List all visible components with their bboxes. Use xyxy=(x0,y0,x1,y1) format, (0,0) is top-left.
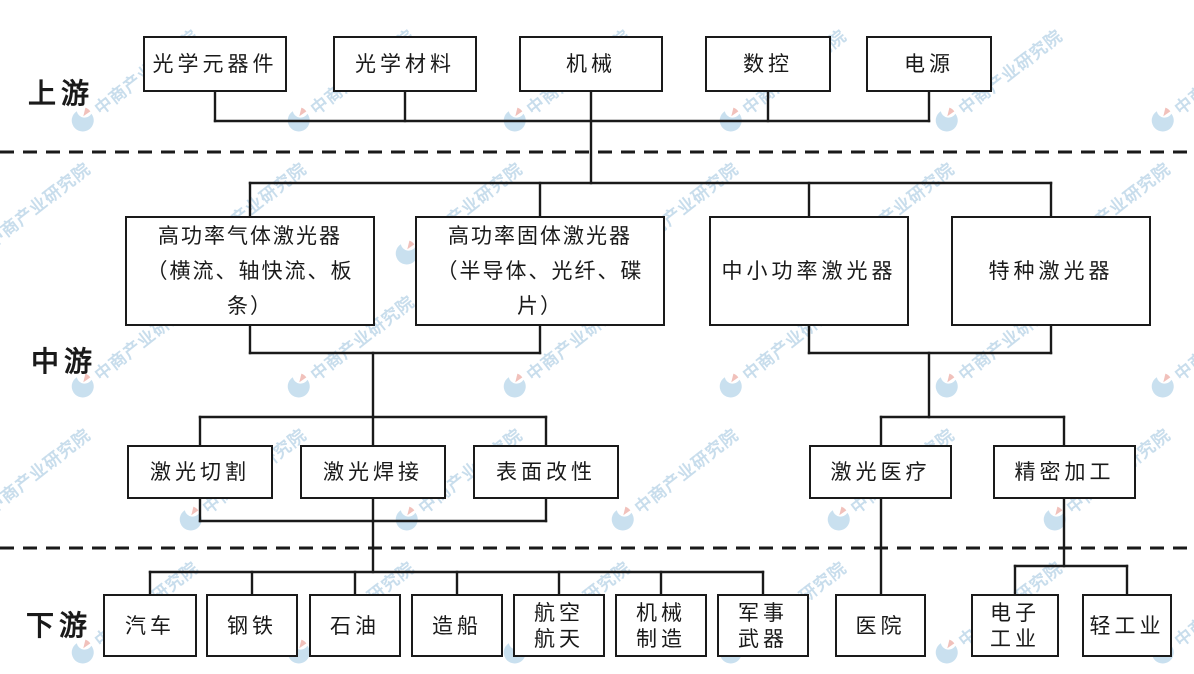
node-machinery-manufacturing: 机械 制造 xyxy=(615,594,707,657)
node-aerospace: 航空 航天 xyxy=(513,594,605,657)
node-petroleum: 石油 xyxy=(309,594,401,657)
node-laser-welding: 激光焊接 xyxy=(300,445,446,499)
node-optical-materials: 光学材料 xyxy=(333,36,477,92)
node-special-laser: 特种激光器 xyxy=(951,216,1151,326)
node-steel: 钢铁 xyxy=(206,594,298,657)
node-machinery: 机械 xyxy=(519,36,663,92)
stage-label-midstream: 中游 xyxy=(31,347,98,378)
node-laser-cutting: 激光切割 xyxy=(127,445,273,499)
node-electronics-industry: 电子 工业 xyxy=(971,594,1059,657)
node-surface-modification: 表面改性 xyxy=(473,445,619,499)
stage-label-upstream: 上游 xyxy=(28,79,95,110)
node-hospital: 医院 xyxy=(835,594,926,657)
node-optical-components: 光学元器件 xyxy=(143,36,287,92)
stage-label-downstream: 下游 xyxy=(26,611,93,642)
node-mid-small-power-laser: 中小功率激光器 xyxy=(709,216,909,326)
node-military-weapons: 军事 武器 xyxy=(717,594,809,657)
node-precision-machining: 精密加工 xyxy=(993,445,1136,499)
node-shipbuilding: 造船 xyxy=(411,594,503,657)
node-automobile: 汽车 xyxy=(103,594,197,657)
node-high-power-solid-laser: 高功率固体激光器 （半导体、光纤、碟 片） xyxy=(415,216,665,326)
node-cnc: 数控 xyxy=(705,36,831,92)
node-power-supply: 电源 xyxy=(866,36,992,92)
node-laser-medical: 激光医疗 xyxy=(809,445,952,499)
node-high-power-gas-laser: 高功率气体激光器 （横流、轴快流、板 条） xyxy=(125,216,375,326)
node-light-industry: 轻工业 xyxy=(1082,594,1172,657)
